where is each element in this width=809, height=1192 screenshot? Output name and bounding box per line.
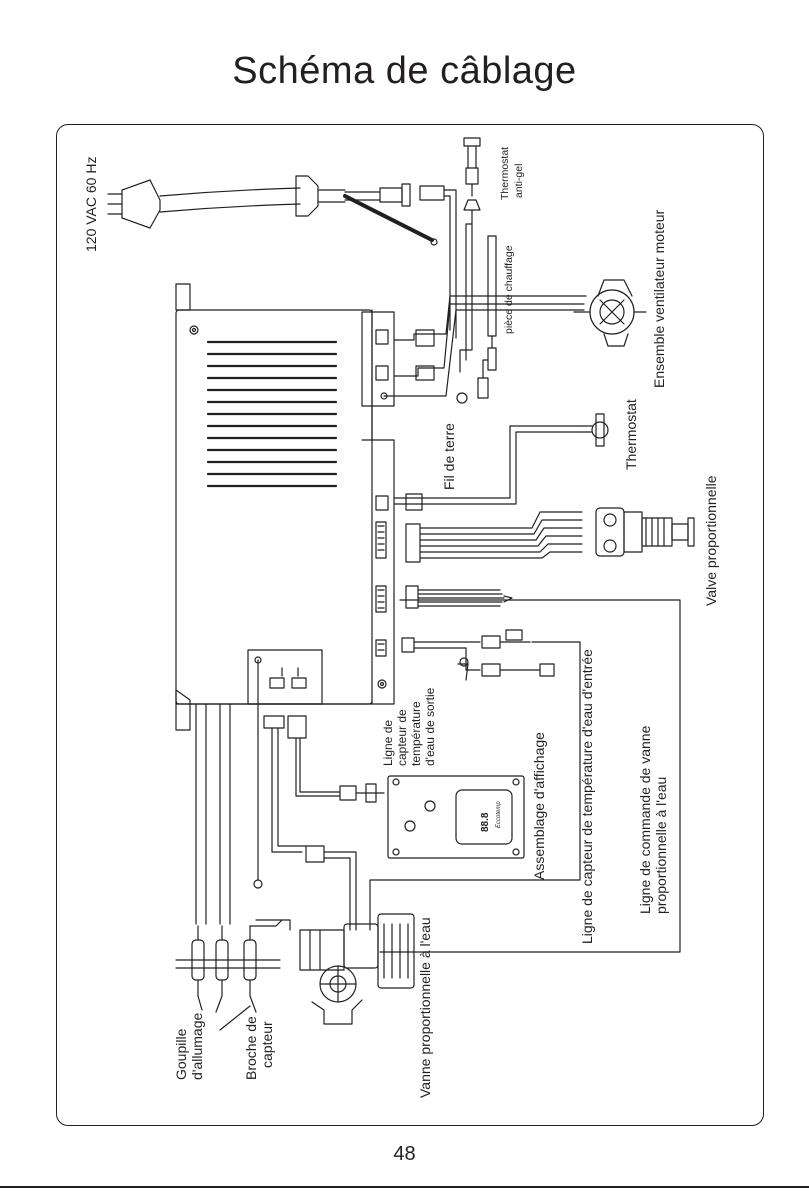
label-ignition-pin-1: Goupille [173,1028,189,1080]
label-thermostat: Thermostat [623,399,639,470]
label-fan-motor: Ensemble ventilateur moteur [651,209,667,388]
control-board-icon [175,283,395,731]
label-ground-wire: Fil de terre [441,423,457,490]
label-inlet-sensor-line: Ligne de capteur de température d'eau d'… [579,649,595,944]
label-sensor-pin-1: Broche de [243,1016,259,1080]
ignition-electrodes-icon [175,919,291,1031]
water-valve-harness-icon [379,585,681,953]
page-title: Schéma de câblage [232,50,577,92]
proportional-valve-icon [405,507,695,563]
label-outlet-sensor-3: température [409,701,423,766]
temperature-sensors-icon [369,629,581,931]
label-power: 120 VAC 60 Hz [83,157,99,252]
label-display-assembly: Assemblage d'affichage [531,732,547,880]
label-outlet-sensor-2: capteur de [395,709,409,766]
water-valve-icon [299,913,415,1025]
bottom-rule [0,1186,809,1188]
label-antifreeze-thermostat-2: anti-gel [513,164,525,198]
label-outlet-sensor-4: d'eau de sortie [423,687,437,766]
heating-element-icon [459,223,497,399]
label-water-valve: Vanne proportionnelle à l'eau [417,917,433,1098]
thermostat-icon [393,413,609,511]
power-plug-icon [107,175,346,229]
ground-lead-icon [343,183,457,339]
label-ignition-pin-2: d'allumage [189,1013,205,1080]
antifreeze-thermostat-icon [463,137,481,225]
ground-wire-lead-icon [253,659,263,889]
display-assembly-icon [263,715,525,931]
label-proportional-valve: Valve proportionnelle [703,475,719,606]
label-water-valve-line-1: Ligne de commande de vanne [637,725,653,914]
label-water-valve-line-2: proportionnelle à l'eau [653,777,669,914]
page-number: 48 [393,1143,416,1165]
label-heating-element: pièce de chauffage [503,245,515,334]
label-outlet-sensor-1: Ligne de [381,720,395,766]
display-digits: 88.8 [480,812,491,832]
display-brand: Eccotemp [496,801,502,828]
label-sensor-pin-2: capteur [259,1021,275,1068]
diagram-frame [56,124,764,1126]
burner-tubes-icon [195,703,231,925]
label-antifreeze-thermostat-1: Thermostat [499,147,511,200]
fan-motor-icon [383,279,647,404]
